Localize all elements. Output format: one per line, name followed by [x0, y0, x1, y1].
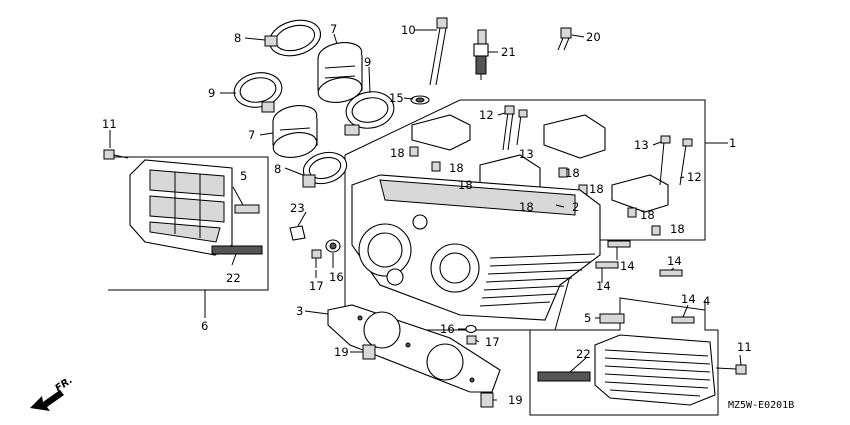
callout-c6: 6: [201, 319, 208, 333]
callout-c10: 10: [401, 23, 416, 37]
front-indicator-label: FR.: [53, 375, 74, 395]
callout-c5b: 5: [584, 311, 591, 325]
callout-c5a: 5: [240, 169, 247, 183]
callout-c23: 23: [290, 201, 305, 215]
front-arrow: FR.: [30, 375, 75, 411]
callout-c18g: 18: [640, 208, 655, 222]
callout-c16a: 16: [329, 270, 344, 284]
callout-c15: 15: [389, 91, 404, 105]
callout-c7a: 7: [330, 22, 337, 36]
callout-c12b: 12: [687, 170, 702, 184]
right-head-cover: [537, 313, 747, 406]
leader-lines: [109, 29, 742, 401]
callout-c8b: 8: [274, 162, 281, 176]
cylinder-head: [351, 174, 601, 321]
callout-c1: 1: [729, 136, 736, 150]
callout-c14b: 14: [596, 279, 611, 293]
callout-c2: 2: [572, 200, 579, 214]
callout-c7b: 7: [248, 128, 255, 142]
callout-c14c: 14: [667, 254, 682, 268]
small-hardware: [289, 225, 477, 345]
callout-c8a: 8: [234, 31, 241, 45]
callout-c18a: 18: [390, 146, 405, 160]
dowels-19: [362, 344, 494, 408]
callout-c9b: 9: [364, 55, 371, 69]
callout-c22b: 22: [576, 347, 591, 361]
top-fasteners: [410, 17, 572, 105]
callout-c18b: 18: [449, 161, 464, 175]
callout-c19a: 19: [334, 345, 349, 359]
callout-c19b: 19: [508, 393, 523, 407]
intake-joints: [233, 19, 395, 188]
callout-c14a: 14: [620, 259, 635, 273]
callout-c18c: 18: [458, 178, 473, 192]
callout-c18h: 18: [670, 222, 685, 236]
callout-c11b: 11: [737, 340, 752, 354]
callout-c21: 21: [501, 45, 516, 59]
callout-c13a: 13: [519, 147, 534, 161]
callout-c17a: 17: [309, 279, 324, 293]
callout-c22a: 22: [226, 271, 241, 285]
callout-c14d: 14: [681, 292, 696, 306]
diagram-code: MZ5W-E0201B: [728, 400, 794, 411]
head-gasket: [327, 304, 501, 393]
callout-c4: 4: [703, 294, 710, 308]
callout-c3: 3: [296, 304, 303, 318]
callout-c18f: 18: [589, 182, 604, 196]
callout-c18d: 18: [519, 200, 534, 214]
callout-c17b: 17: [485, 335, 500, 349]
callout-c13b: 13: [634, 138, 649, 152]
left-head-cover: [103, 149, 263, 256]
callout-c16b: 16: [440, 322, 455, 336]
callout-c9a: 9: [208, 86, 215, 100]
callout-numbers: 8 7 9 9 7 8 10 21 20 15 11 12 13 13 12 1…: [102, 22, 752, 407]
callout-c12a: 12: [479, 108, 494, 122]
callout-c11a: 11: [102, 117, 117, 131]
callout-c18e: 18: [565, 166, 580, 180]
callout-c20: 20: [586, 30, 601, 44]
